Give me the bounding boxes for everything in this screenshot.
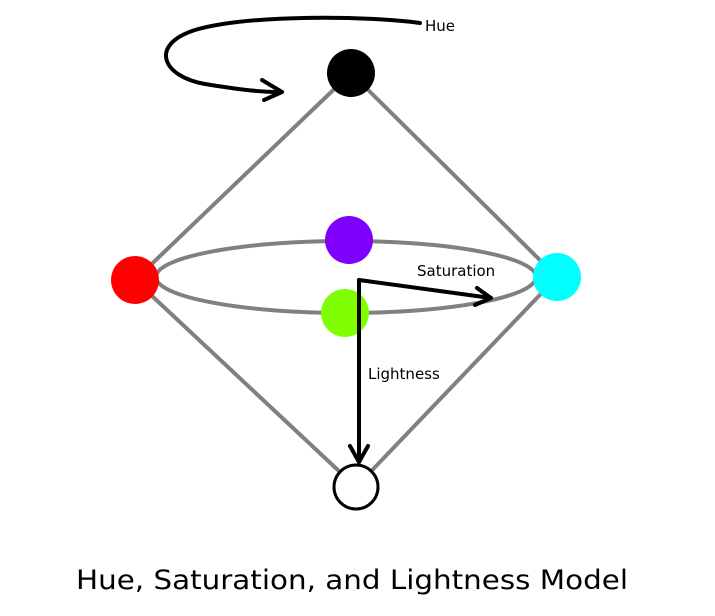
hue-arrow-head	[260, 78, 284, 102]
edge-left-bottom	[133, 278, 358, 489]
node-white	[332, 463, 380, 511]
hue-label: Hue	[425, 17, 455, 35]
node-green	[321, 289, 369, 337]
hue-arrow-curve	[164, 15, 422, 94]
edge-right-bottom	[354, 275, 559, 489]
node-black	[327, 49, 375, 97]
hue-arrow	[164, 15, 422, 102]
saturation-label: Saturation	[417, 262, 495, 280]
node-cyan	[533, 253, 581, 301]
saturation-axis-line	[357, 278, 493, 300]
node-violet	[325, 216, 373, 264]
diagram-title: Hue, Saturation, and Lightness Model	[76, 565, 628, 596]
edge-top-left	[133, 71, 353, 282]
saturation-arrow-head	[473, 286, 493, 307]
node-red	[111, 256, 159, 304]
cone-edges	[133, 71, 559, 489]
edge-top-right	[349, 71, 559, 279]
lightness-arrow-head	[348, 444, 370, 464]
axis-arrows	[348, 278, 493, 464]
lightness-label: Lightness	[368, 365, 440, 383]
